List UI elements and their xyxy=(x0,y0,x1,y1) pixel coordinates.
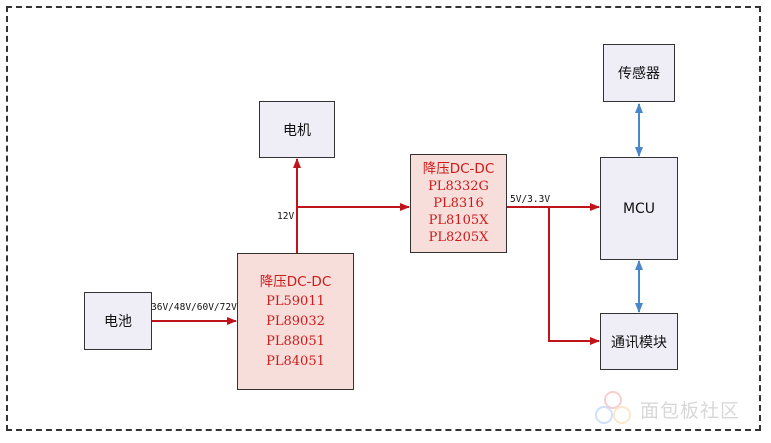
buck2-title: 降压DC-DC xyxy=(422,161,495,177)
wire-to-comm xyxy=(548,207,600,345)
watermark-text: 面包板社区 xyxy=(640,399,741,422)
mcu-label: MCU xyxy=(622,200,656,217)
buck2-part: PL8205X xyxy=(428,230,489,245)
diagram-frame xyxy=(6,6,761,431)
watermark: 面包板社区 xyxy=(592,388,740,430)
buck1-part: PL88051 xyxy=(266,333,325,349)
sensor-label: 传感器 xyxy=(618,66,660,82)
motor-label: 电机 xyxy=(283,122,311,139)
motor-voltage-label: 12V xyxy=(277,211,295,222)
buck1-title: 降压DC-DC xyxy=(259,273,332,290)
battery-box: 电池 xyxy=(84,292,152,350)
buck2-part: PL8316 xyxy=(433,196,484,211)
buck1-part: PL89032 xyxy=(266,313,325,329)
comm-module-label: 通讯模块 xyxy=(611,334,667,351)
buck2-part: PL8332G xyxy=(428,179,489,194)
buck1-part: PL84051 xyxy=(266,353,325,369)
buck1-part: PL59011 xyxy=(266,293,325,309)
motor-box: 电机 xyxy=(259,101,335,158)
battery-label: 电池 xyxy=(104,314,132,330)
mcu-box: MCU xyxy=(600,157,678,260)
logic-voltage-label: 5V/3.3V xyxy=(510,194,551,205)
watermark-logo-icon xyxy=(595,391,631,424)
sensor-box: 传感器 xyxy=(603,44,675,102)
comm-module-box: 通讯模块 xyxy=(600,313,678,370)
buck2-part: PL8105X xyxy=(428,213,489,228)
battery-voltage-label: 36V/48V/60V/72V xyxy=(151,302,237,313)
buck-converter-1: 降压DC-DC PL59011 PL89032 PL88051 PL84051 xyxy=(237,253,354,390)
buck-converter-2: 降压DC-DC PL8332G PL8316 PL8105X PL8205X xyxy=(410,154,507,253)
